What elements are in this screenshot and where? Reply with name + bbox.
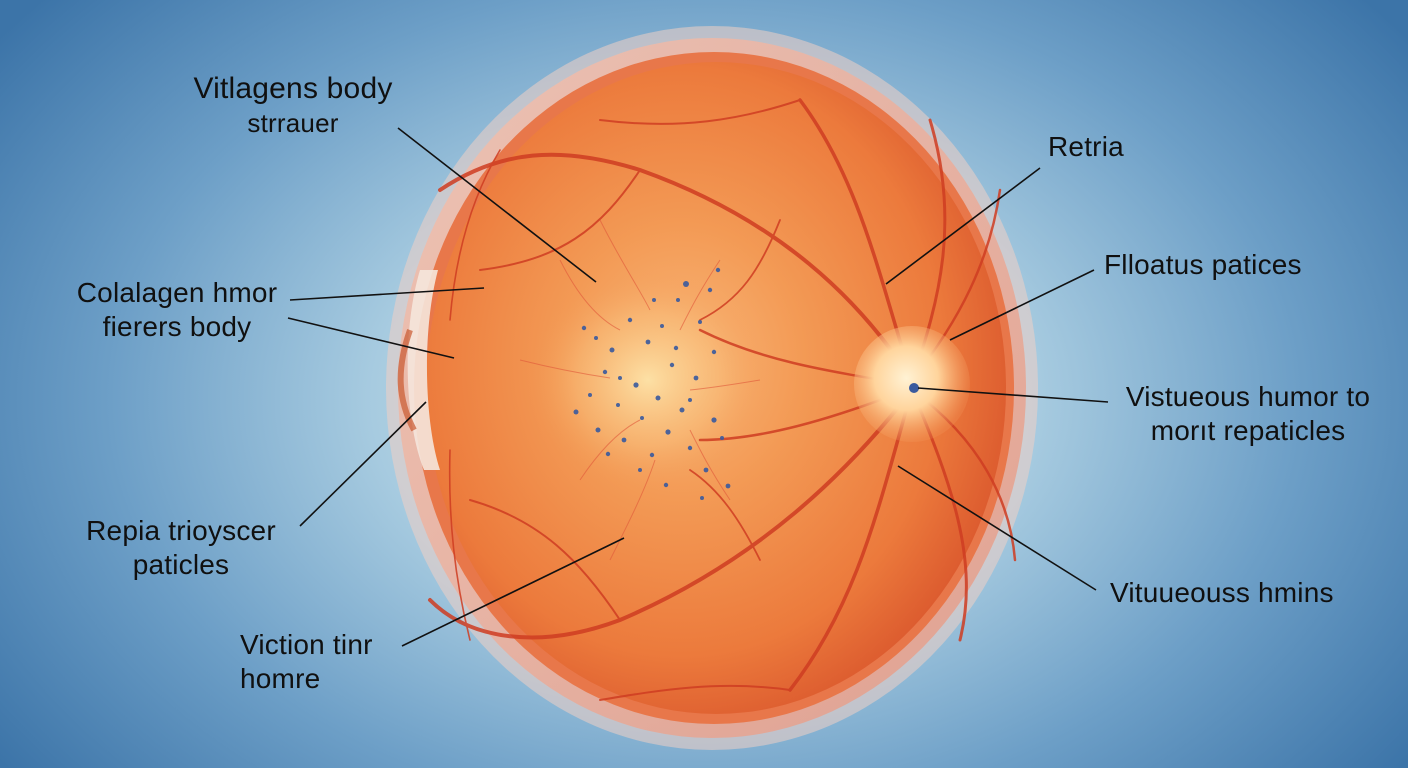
leader-repia [299,401,427,527]
floater-particles [573,267,731,500]
leader-vitreous-humor-particles [917,387,1109,403]
label-collagen-fibers-line2: fierers body [102,311,252,342]
leader-viction [401,537,625,647]
leader-collagen-line2 [287,317,455,359]
label-vitreous-body-structure-line2: strrauer [247,108,339,138]
leader-collagen-line1 [289,287,485,301]
label-vitreous-hmins-text: Vituueouss hmins [1110,577,1334,608]
label-vitreous-hmins: Vituueouss hmins [1110,576,1334,610]
label-repia-particles-line1: Repia trioyscer [86,515,276,546]
label-repia-particles: Repia trioyscer paticles [76,514,286,582]
label-collagen-fibers-line1: Colalagen hmor [76,277,278,308]
label-vitreous-humor-particles-line1: Vistueous humor to [1125,381,1371,412]
label-vitreous-body-structure-line1: Vitlagens body [193,72,393,105]
label-retina: Retria [1048,130,1124,164]
lens-edge [407,270,440,470]
label-vitreous-humor-particles: Vistueous humor to morıt repaticles [1114,380,1382,448]
label-floaters-text: Flloatus patices [1104,249,1302,280]
leader-floaters [949,269,1095,341]
optic-disc-center [909,383,919,393]
leader-retina [885,167,1041,285]
label-viction-homre-line1: Viction tinr [240,629,373,660]
leader-lines [287,127,1109,647]
label-vitreous-humor-particles-line2: morıt repaticles [1150,415,1346,446]
capillaries [519,219,761,561]
label-viction-homre-line2: homre [240,663,321,694]
label-floaters: Flloatus patices [1104,248,1302,282]
label-collagen-fibers: Colalagen hmor fierers body [64,276,290,344]
label-viction-homre: Viction tinr homre [240,628,373,696]
label-repia-particles-line2: paticles [132,549,230,580]
leader-vitreous-body-structure [397,127,597,283]
label-vitreous-body-structure: Vitlagens body strrauer [178,72,408,140]
label-retina-text: Retria [1048,131,1124,162]
iris-detail [397,329,417,432]
leader-vitreous-hmins [897,465,1097,591]
macula-glow [528,270,768,490]
